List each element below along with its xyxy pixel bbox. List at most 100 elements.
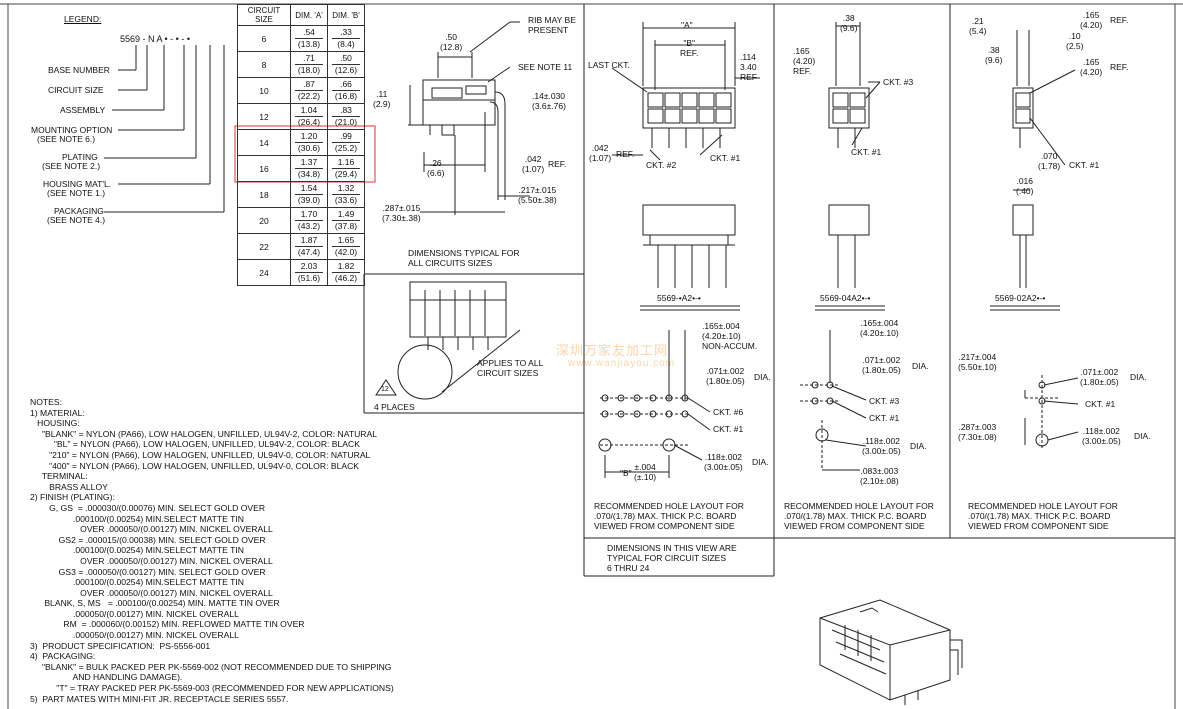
- dim-a-cell: 1.54(39.0): [290, 181, 328, 208]
- note-line: "210" = NYLON (PA66), LOW HALOGEN, UNFIL…: [30, 449, 371, 460]
- dim-114: .114 3.40 REF: [740, 52, 757, 82]
- note-line: BRASS ALLOY: [30, 481, 108, 492]
- dim-a-cell: 1.87(47.4): [290, 233, 328, 260]
- note-line: G, GS = .000030/(0.00076) MIN. SELECT GO…: [30, 502, 266, 513]
- legend-plating-note: (SEE NOTE 2.): [42, 161, 101, 171]
- last-ckt: LAST CKT.: [588, 60, 630, 70]
- note-line: .000100/(0.00254) MIN.SELECT MATTE TIN: [30, 513, 244, 524]
- hole-left-d071: .071±.002 (1.80±.05): [706, 366, 745, 386]
- flag-number: 12: [381, 386, 389, 393]
- dim-a-cell-mm: (47.4): [297, 247, 321, 257]
- part-label-04: 5569-04A2•-•: [820, 293, 871, 303]
- dim-50: .50 (12.8): [440, 32, 463, 52]
- dim-016: .016 (.40): [1016, 176, 1034, 196]
- dim-26: .26 (6.6): [427, 158, 445, 178]
- typical-caption: DIMENSIONS TYPICAL FOR ALL CIRCUITS SIZE…: [408, 248, 520, 268]
- dim-a-cell-inch: .54: [295, 27, 323, 39]
- dim-042-front: .042 (1.07): [589, 143, 612, 163]
- dim-a: "A": [681, 20, 693, 30]
- dim-a-cell-inch: .87: [295, 79, 323, 91]
- note-line: 4) PACKAGING:: [30, 651, 96, 662]
- hole-left-d165: .165±.004 (4.20±.10) NON-ACCUM.: [702, 321, 758, 351]
- dim-a-cell: 1.04(26.4): [290, 103, 328, 130]
- hole-left-dia2: DIA.: [752, 457, 769, 467]
- ckt-3-front: CKT. #3: [883, 77, 914, 87]
- circuit-size-cell: 12: [237, 103, 291, 130]
- hole-left-dia: DIA.: [754, 372, 771, 382]
- legend-housing: HOUSING MAT'L.: [43, 179, 112, 189]
- circuit-size-cell: 20: [237, 207, 291, 234]
- legend-code: 5569 - N A • - • - •: [120, 34, 190, 44]
- dim-b-cell-mm: (42.0): [334, 247, 358, 257]
- legend-assembly: ASSEMBLY: [60, 105, 106, 115]
- hole-right-dia: DIA.: [1130, 372, 1147, 382]
- legend-mounting-note: (SEE NOTE 6.): [37, 134, 96, 144]
- legend-mounting-option: MOUNTING OPTION: [31, 125, 113, 135]
- dim-b-cell: .99(25.2): [327, 129, 365, 156]
- ckt-2: CKT. #2: [646, 160, 677, 170]
- dim-b-cell: .66(16.8): [327, 77, 365, 104]
- hole-mid-d071: .071±.002 (1.80±.05): [862, 355, 901, 375]
- legend-title: LEGEND:: [64, 14, 102, 24]
- dim-b-cell-mm: (37.8): [334, 221, 358, 231]
- dim-b-cell: 1.82(46.2): [327, 259, 365, 286]
- rib-note: RIB MAY BE PRESENT: [528, 15, 576, 35]
- circuit-size-cell: 18: [237, 181, 291, 208]
- hole-left-ckt1: CKT. #1: [713, 424, 744, 434]
- dim-a-cell-inch: 1.37: [295, 157, 323, 169]
- dim-a-cell-mm: (13.8): [297, 39, 321, 49]
- table-header-dim-b: DIM. 'B': [327, 4, 365, 26]
- dim-b-cell-inch: .99: [332, 131, 360, 143]
- ref-right: REF.: [1110, 62, 1129, 72]
- note-line: GS2 = .000015/(0.00038) MIN. SELECT GOLD…: [30, 534, 266, 545]
- table-header-circuit: CIRCUIT SIZE: [237, 4, 291, 26]
- dim-b-cell: .83(21.0): [327, 103, 365, 130]
- see-note-11: SEE NOTE 11: [518, 62, 573, 72]
- dim-b-cell-inch: .50: [332, 53, 360, 65]
- dim-a-cell: 1.37(34.8): [290, 155, 328, 182]
- part-label-multi: 5569-•A2•-•: [657, 293, 701, 303]
- note-line: OVER .000050/(0.00127) MIN. NICKEL OVERA…: [30, 555, 273, 566]
- dim-b-cell: 1.49(37.8): [327, 207, 365, 234]
- hole-mid-caption: RECOMMENDED HOLE LAYOUT FOR .070/(1.78) …: [784, 501, 934, 531]
- places-note: 4 PLACES: [374, 402, 415, 412]
- dim-b-cell-inch: .66: [332, 79, 360, 91]
- hole-mid-d083: .083±.003 (2.10±.08): [860, 466, 899, 486]
- hole-right-d217: .217±.004 (5.50±.10): [958, 352, 997, 372]
- hole-left-caption: RECOMMENDED HOLE LAYOUT FOR .070/(1.78) …: [594, 501, 744, 531]
- note-line: "BL" = NYLON (PA66), LOW HALOGEN, UNFILL…: [30, 439, 360, 450]
- hole-left-db-tol: ±.004 (±.10): [634, 462, 657, 482]
- note-line: 3) PRODUCT SPECIFICATION: PS-5556-001: [30, 640, 211, 651]
- circuit-size-cell: 14: [237, 129, 291, 156]
- circuit-size-cell: 16: [237, 155, 291, 182]
- dim-a-cell-inch: 1.87: [295, 235, 323, 247]
- note-line: "BLANK" = BULK PACKED PER PK-5569-002 (N…: [30, 661, 392, 672]
- dim-14: .14±.030 (3.6±.76): [532, 91, 566, 111]
- dim-a-cell-inch: 1.20: [295, 131, 323, 143]
- hole-right-d071: .071±.002 (1.80±.05): [1080, 367, 1119, 387]
- note-line: TERMINAL:: [30, 471, 88, 482]
- circuit-dimension-table: CIRCUIT SIZE DIM. 'A' DIM. 'B' 6.54(13.8…: [237, 4, 365, 286]
- dim-b-cell-inch: .33: [332, 27, 360, 39]
- ckt-1-front: CKT. #1: [710, 153, 741, 163]
- note-line: 2) FINISH (PLATING):: [30, 492, 115, 503]
- dim-b-cell: 1.65(42.0): [327, 233, 365, 260]
- legend-housing-note: (SEE NOTE 1.): [47, 188, 106, 198]
- note-line: OVER .000050/(0.00127) MIN. NICKEL OVERA…: [30, 587, 273, 598]
- dim-a-cell-inch: 1.04: [295, 105, 323, 117]
- circuit-size-cell: 10: [237, 77, 291, 104]
- dim-b-cell-inch: 1.16: [332, 157, 360, 169]
- hole-left-db: "B": [620, 468, 632, 478]
- dim-a-cell-mm: (51.6): [297, 273, 321, 283]
- dim-b-cell: 1.32(33.6): [327, 181, 365, 208]
- dim-a-cell: 1.20(30.6): [290, 129, 328, 156]
- dim-b-cell-inch: .83: [332, 105, 360, 117]
- hole-mid-dia: DIA.: [912, 361, 929, 371]
- dim-b-cell-inch: 1.32: [332, 183, 360, 195]
